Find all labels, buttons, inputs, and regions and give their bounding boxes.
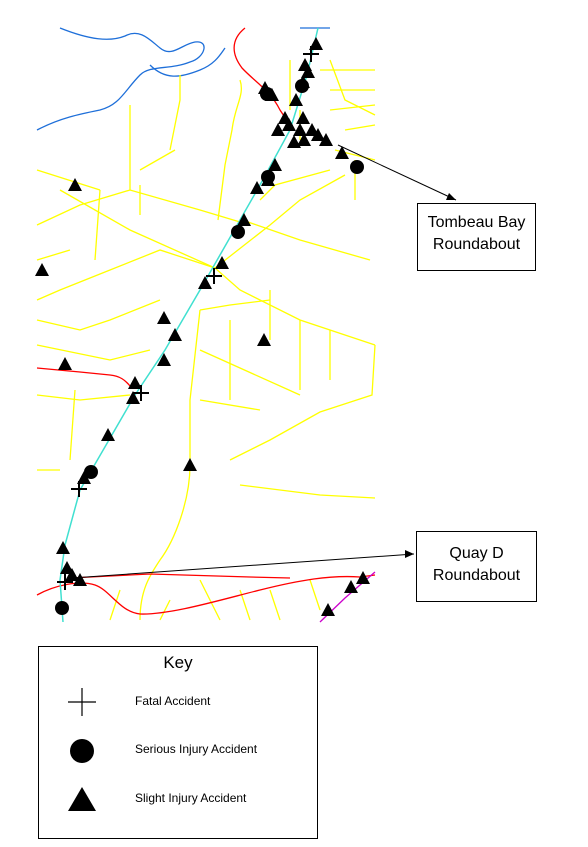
slight-injury-marker bbox=[311, 128, 325, 141]
quay-d-callout: Quay D Roundabout bbox=[416, 531, 537, 602]
legend-row-serious: Serious Injury Accident bbox=[39, 735, 317, 771]
slight-injury-marker bbox=[73, 573, 87, 586]
river-branch bbox=[149, 47, 226, 77]
slight-injury-marker bbox=[271, 123, 285, 136]
slight-injury-marker bbox=[60, 561, 74, 574]
river bbox=[36, 27, 205, 131]
major-roads bbox=[36, 27, 376, 615]
legend-title: Key bbox=[163, 653, 193, 672]
minor-roads bbox=[36, 59, 376, 621]
slight-injury-marker bbox=[183, 458, 197, 471]
fatal-accident-marker bbox=[133, 385, 149, 401]
slight-injury-marker bbox=[319, 133, 333, 146]
circle-icon bbox=[70, 739, 94, 763]
serious-injury-marker bbox=[350, 160, 364, 174]
quay-callout-line2: Roundabout bbox=[432, 567, 521, 584]
slight-injury-marker bbox=[35, 263, 49, 276]
serious-injury-marker bbox=[260, 87, 274, 101]
serious-injury-marker bbox=[295, 79, 309, 93]
legend: Key Fatal Accident Serious Injury Accide… bbox=[38, 646, 318, 839]
serious-injury-marker bbox=[84, 465, 98, 479]
slight-injury-marker bbox=[268, 158, 282, 171]
fatal-accident-marker bbox=[71, 481, 87, 497]
cross-icon bbox=[68, 688, 96, 716]
accident-markers bbox=[35, 37, 370, 616]
slight-injury-marker bbox=[101, 428, 115, 441]
slight-injury-marker bbox=[237, 213, 251, 226]
slight-injury-marker bbox=[68, 178, 82, 191]
tombeau-bay-callout: Tombeau Bay Roundabout bbox=[417, 203, 536, 271]
quay-callout-line1: Quay D bbox=[449, 545, 504, 562]
quay-arrowhead bbox=[405, 550, 414, 558]
slight-injury-marker bbox=[297, 133, 311, 146]
serious-injury-marker bbox=[55, 601, 69, 615]
legend-row-slight: Slight Injury Accident bbox=[39, 784, 317, 820]
legend-row-fatal: Fatal Accident bbox=[39, 687, 317, 723]
slight-injury-marker bbox=[356, 571, 370, 584]
accident-map bbox=[35, 27, 457, 623]
tombeau-pointer bbox=[337, 144, 457, 201]
fatal-accident-marker bbox=[206, 268, 222, 284]
triangle-icon bbox=[68, 787, 96, 811]
fatal-accident-marker bbox=[303, 46, 319, 62]
slight-injury-marker bbox=[157, 353, 171, 366]
slight-injury-marker bbox=[198, 276, 212, 289]
slight-injury-marker bbox=[296, 111, 310, 124]
slight-injury-marker bbox=[128, 376, 142, 389]
slight-injury-marker bbox=[289, 93, 303, 106]
slight-injury-marker bbox=[257, 333, 271, 346]
main-road bbox=[59, 27, 319, 623]
slight-injury-marker bbox=[157, 311, 171, 324]
slight-injury-marker bbox=[58, 357, 72, 370]
legend-label-slight: Slight Injury Accident bbox=[135, 791, 247, 805]
slight-injury-marker bbox=[344, 580, 358, 593]
tombeau-arrowhead bbox=[446, 193, 456, 200]
slight-injury-marker bbox=[293, 123, 307, 136]
quay-pointer bbox=[71, 553, 415, 579]
slight-injury-marker bbox=[250, 181, 264, 194]
fatal-accident-marker bbox=[57, 574, 73, 590]
slight-injury-marker bbox=[309, 37, 323, 50]
slight-injury-marker bbox=[168, 328, 182, 341]
tombeau-callout-line1: Tombeau Bay bbox=[427, 214, 526, 231]
serious-injury-marker bbox=[231, 225, 245, 239]
slight-injury-marker bbox=[287, 135, 301, 148]
legend-label-serious: Serious Injury Accident bbox=[135, 742, 258, 756]
slight-injury-marker bbox=[77, 471, 91, 484]
legend-label-fatal: Fatal Accident bbox=[135, 694, 211, 708]
slight-injury-marker bbox=[56, 541, 70, 554]
slight-injury-marker bbox=[335, 146, 349, 159]
slight-injury-marker bbox=[215, 256, 229, 269]
slight-injury-marker bbox=[321, 603, 335, 616]
slight-injury-marker bbox=[282, 118, 296, 131]
slight-injury-marker bbox=[65, 568, 79, 581]
serious-injury-marker bbox=[261, 170, 275, 184]
tombeau-callout-line2: Roundabout bbox=[432, 236, 521, 253]
slight-injury-marker bbox=[126, 391, 140, 404]
slight-injury-marker bbox=[301, 65, 315, 78]
